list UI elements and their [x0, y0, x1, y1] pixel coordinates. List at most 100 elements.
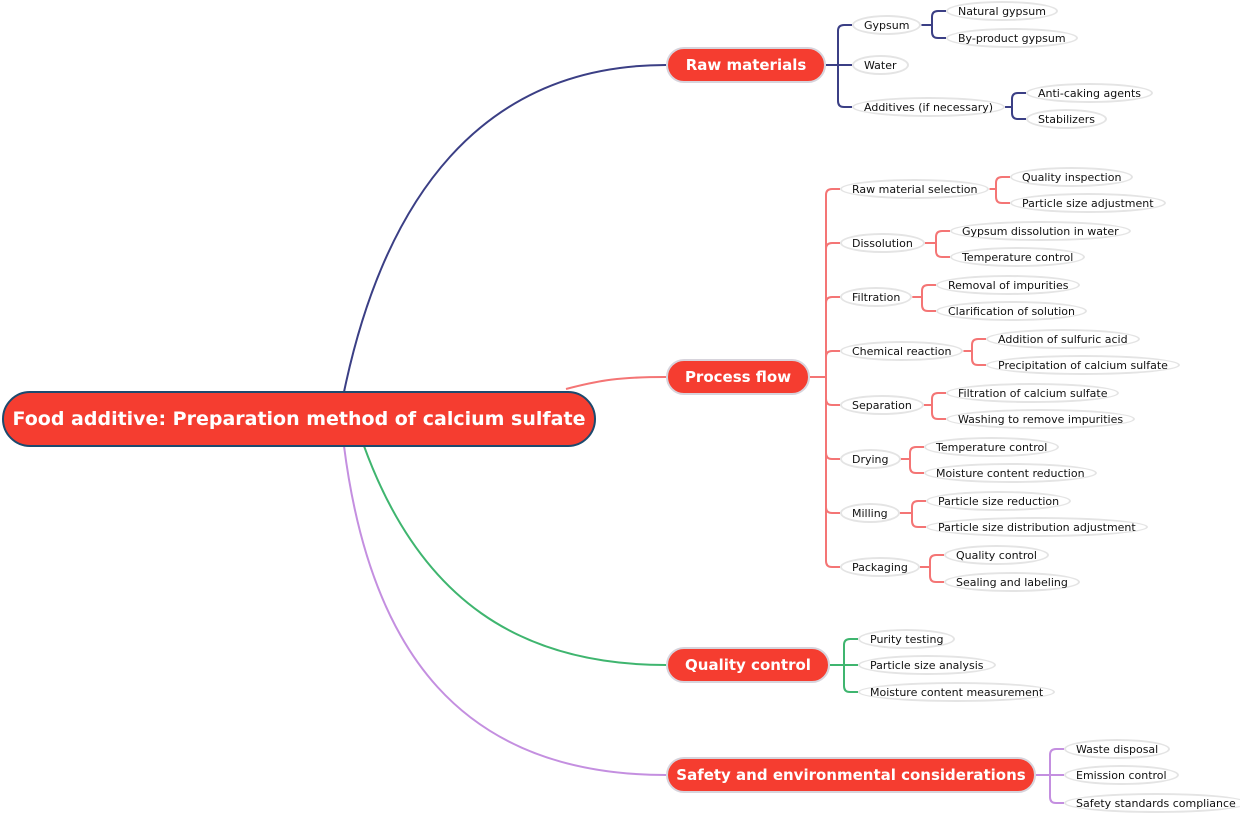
leaf-topic-label: Natural gypsum: [958, 4, 1046, 18]
leaf-topic[interactable]: Filtration of calcium sulfate: [946, 383, 1120, 403]
leaf-topic[interactable]: Quality inspection: [1010, 167, 1134, 187]
main-topic[interactable]: Safety and environmental considerations: [666, 757, 1036, 793]
subtopic-label: Separation: [852, 398, 912, 412]
root-topic[interactable]: Food additive: Preparation method of cal…: [2, 391, 596, 447]
leaf-topic[interactable]: Temperature control: [950, 247, 1086, 267]
main-topic-label: Safety and environmental considerations: [676, 766, 1026, 784]
subtopic-connector-link: [1049, 748, 1064, 775]
subtopic-label: Milling: [852, 506, 888, 520]
leaf-topic[interactable]: Particle size adjustment: [1010, 193, 1166, 213]
leaf-topic[interactable]: Quality control: [944, 545, 1049, 565]
leaf-connector-link: [935, 243, 950, 258]
leaf-topic[interactable]: Temperature control: [924, 437, 1060, 457]
subtopic-label: Waste disposal: [1076, 742, 1159, 756]
subtopic[interactable]: Emission control: [1064, 765, 1179, 785]
subtopic-label: Packaging: [852, 560, 908, 574]
subtopic-connector-link: [837, 24, 852, 65]
main-topic-label: Raw materials: [685, 56, 807, 74]
main-topic[interactable]: Process flow: [666, 359, 810, 395]
subtopic[interactable]: Milling: [840, 503, 900, 523]
subtopic[interactable]: Dissolution: [840, 233, 925, 253]
subtopic-label: Chemical reaction: [852, 344, 952, 358]
leaf-connector-link: [929, 567, 944, 583]
subtopic[interactable]: Drying: [840, 449, 901, 469]
subtopic-label: Emission control: [1076, 768, 1167, 782]
leaf-topic-label: Temperature control: [936, 440, 1048, 454]
leaf-topic-label: Precipitation of calcium sulfate: [998, 358, 1168, 372]
subtopic-connector-link: [843, 665, 858, 693]
subtopic[interactable]: Raw material selection: [840, 179, 990, 199]
branch-curve-3: [343, 445, 667, 776]
leaf-topic[interactable]: Particle size reduction: [926, 491, 1072, 511]
subtopic-connector-link: [825, 377, 840, 568]
leaf-connector-link: [911, 500, 926, 513]
subtopic[interactable]: Moisture content measurement: [858, 682, 1056, 702]
subtopic-label: Safety standards compliance: [1076, 796, 1236, 810]
leaf-connector-link: [931, 405, 946, 420]
leaf-topic-label: Particle size reduction: [938, 494, 1060, 508]
main-topic[interactable]: Quality control: [666, 647, 830, 683]
leaf-topic-label: Anti-caking agents: [1038, 86, 1142, 100]
leaf-topic-label: Stabilizers: [1038, 112, 1095, 126]
main-topic-label: Process flow: [684, 368, 792, 386]
leaf-topic-label: Moisture content reduction: [936, 466, 1085, 480]
leaf-topic[interactable]: Anti-caking agents: [1026, 83, 1153, 103]
leaf-topic[interactable]: Gypsum dissolution in water: [950, 221, 1131, 241]
subtopic-label: Particle size analysis: [870, 658, 984, 672]
leaf-connector-link: [971, 338, 986, 351]
leaf-topic-label: Particle size distribution adjustment: [938, 520, 1136, 534]
subtopic-connector-link: [825, 188, 840, 377]
subtopic-connector-link: [825, 377, 840, 406]
leaf-topic[interactable]: Washing to remove impurities: [946, 409, 1136, 429]
subtopic-label: Purity testing: [870, 632, 944, 646]
branch-curve-1: [565, 376, 667, 390]
leaf-connector-link: [1011, 107, 1026, 120]
leaf-topic-label: Washing to remove impurities: [958, 412, 1124, 426]
leaf-topic[interactable]: Sealing and labeling: [944, 572, 1080, 592]
leaf-connector-link: [931, 25, 946, 39]
leaf-connector-link: [929, 554, 944, 567]
branch-curve-2: [363, 445, 667, 666]
leaf-connector-link: [1011, 92, 1026, 107]
leaf-topic-label: Quality inspection: [1022, 170, 1122, 184]
subtopic-label: Raw material selection: [852, 182, 978, 196]
leaf-topic[interactable]: Natural gypsum: [946, 1, 1058, 21]
subtopic-connector-link: [837, 65, 852, 108]
leaf-topic[interactable]: Addition of sulfuric acid: [986, 329, 1140, 349]
subtopic[interactable]: Particle size analysis: [858, 655, 996, 675]
subtopic[interactable]: Packaging: [840, 557, 920, 577]
leaf-topic[interactable]: By-product gypsum: [946, 28, 1078, 48]
leaf-topic[interactable]: Precipitation of calcium sulfate: [986, 355, 1180, 375]
subtopic[interactable]: Gypsum: [852, 15, 922, 35]
subtopic[interactable]: Safety standards compliance: [1064, 793, 1240, 813]
subtopic[interactable]: Chemical reaction: [840, 341, 964, 361]
leaf-topic-label: Clarification of solution: [948, 304, 1075, 318]
subtopic[interactable]: Filtration: [840, 287, 913, 307]
leaf-topic[interactable]: Clarification of solution: [936, 301, 1087, 321]
leaf-topic-label: Addition of sulfuric acid: [998, 332, 1128, 346]
leaf-topic-label: Sealing and labeling: [956, 575, 1068, 589]
leaf-topic[interactable]: Removal of impurities: [936, 275, 1081, 295]
leaf-connector-link: [911, 513, 926, 528]
subtopic-connector-link: [843, 638, 858, 665]
subtopic[interactable]: Purity testing: [858, 629, 956, 649]
leaf-topic-label: Gypsum dissolution in water: [962, 224, 1119, 238]
branch-curve-0: [343, 64, 667, 393]
subtopic-label: Gypsum: [864, 18, 910, 32]
subtopic-connector-link: [825, 350, 840, 377]
subtopic[interactable]: Water: [852, 55, 909, 75]
leaf-connector-link: [995, 176, 1010, 189]
subtopic-label: Filtration: [852, 290, 901, 304]
leaf-topic[interactable]: Moisture content reduction: [924, 463, 1097, 483]
leaf-topic[interactable]: Stabilizers: [1026, 109, 1107, 129]
leaf-connector-link: [935, 230, 950, 243]
subtopic-label: Water: [864, 58, 897, 72]
main-topic[interactable]: Raw materials: [666, 47, 826, 83]
subtopic[interactable]: Waste disposal: [1064, 739, 1171, 759]
leaf-topic-label: Removal of impurities: [948, 278, 1069, 292]
leaf-topic[interactable]: Particle size distribution adjustment: [926, 517, 1148, 537]
leaf-topic-label: Quality control: [956, 548, 1037, 562]
subtopic[interactable]: Separation: [840, 395, 924, 415]
subtopic[interactable]: Additives (if necessary): [852, 97, 1006, 117]
